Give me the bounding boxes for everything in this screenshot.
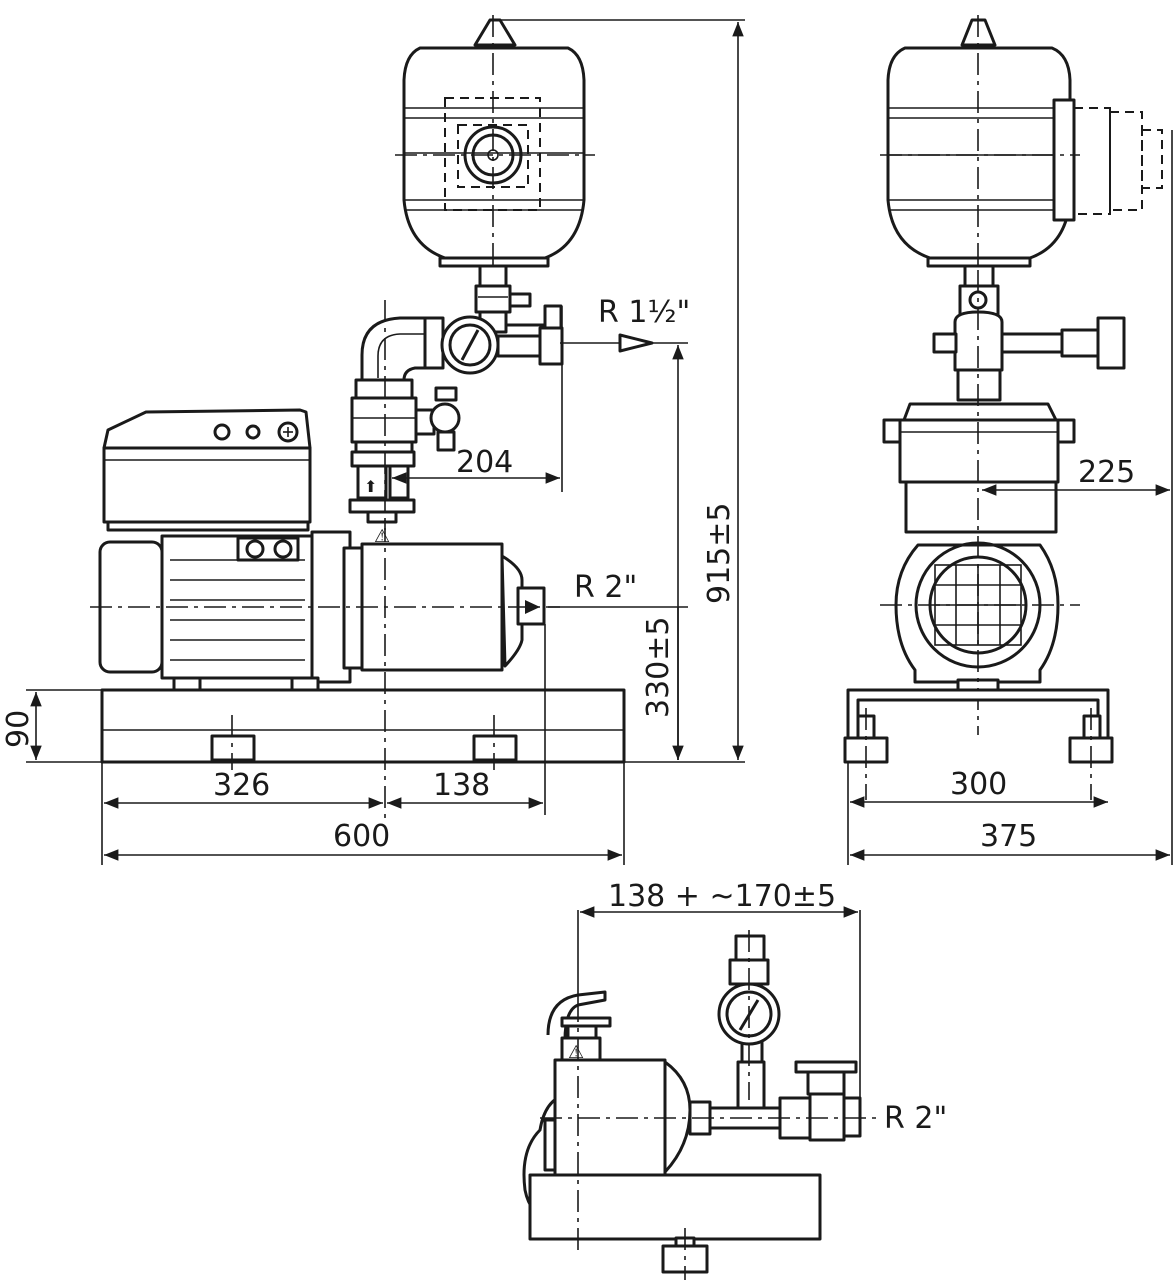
side-pressure-vessel bbox=[880, 15, 1163, 270]
bottom-warning-icon: ⚠ bbox=[568, 1042, 584, 1063]
front-control-box bbox=[102, 408, 312, 532]
front-arrow-up-icon: ⬆ bbox=[364, 477, 377, 496]
label-r-1-1-2-inlet: R 1½" bbox=[598, 295, 690, 330]
label-dim-bottom-combo: 138 + ~170±5 bbox=[608, 879, 836, 914]
label-dim-300: 300 bbox=[950, 767, 1007, 802]
side-control-box bbox=[882, 402, 1076, 534]
front-view: ⚠ ⬆ R 1½" R 2" 204 915±5 330±5 90 326 bbox=[1, 15, 745, 865]
label-dim-204: 204 bbox=[456, 445, 513, 480]
bottom-view: ⚠ 138 + ~170±5 R 2" bbox=[522, 879, 947, 1280]
front-base-frame bbox=[100, 688, 626, 770]
label-dim-915: 915±5 bbox=[702, 503, 737, 604]
label-dim-138: 138 bbox=[433, 768, 490, 803]
label-dim-600: 600 bbox=[333, 819, 390, 854]
front-discharge-assembly bbox=[348, 300, 564, 530]
side-view: 225 300 375 bbox=[843, 15, 1173, 865]
label-dim-225: 225 bbox=[1078, 455, 1135, 490]
label-dim-90: 90 bbox=[1, 710, 36, 748]
front-motor bbox=[98, 530, 352, 692]
label-r-2-outlet: R 2" bbox=[574, 570, 637, 605]
label-dim-330: 330±5 bbox=[641, 617, 676, 718]
front-pressure-vessel bbox=[395, 15, 595, 270]
side-base-frame bbox=[843, 688, 1114, 800]
front-warning-icon: ⚠ bbox=[374, 526, 390, 547]
label-dim-326: 326 bbox=[213, 768, 270, 803]
side-manifold bbox=[932, 264, 1126, 402]
label-r-2-bottom: R 2" bbox=[884, 1101, 947, 1136]
label-dim-375: 375 bbox=[980, 819, 1037, 854]
